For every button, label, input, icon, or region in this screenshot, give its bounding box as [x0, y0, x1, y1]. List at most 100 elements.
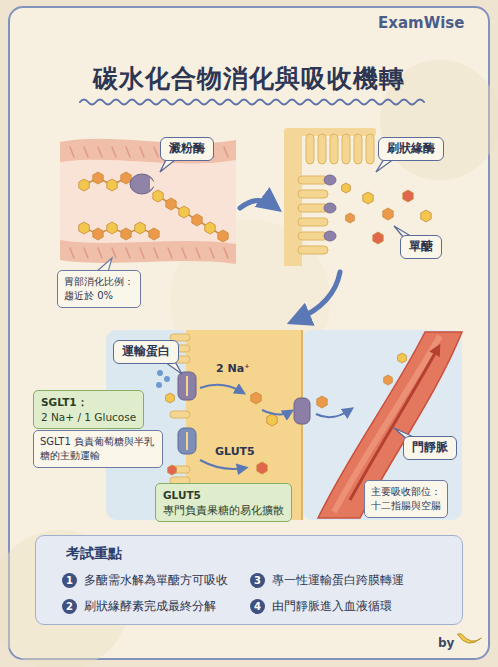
transport-arrow [200, 460, 244, 469]
callout-number: 3 [250, 573, 265, 588]
sugar-hexagon [192, 214, 202, 226]
callout-number: 1 [62, 573, 77, 588]
transporter-channel [186, 432, 188, 450]
wall-texture [154, 248, 158, 258]
microvillus [298, 190, 328, 198]
node-heading: 澱粉酶 [169, 141, 205, 157]
sugar-hexagon [166, 393, 175, 403]
title: 碳水化合物消化與吸收機轉 [0, 62, 498, 95]
wall-texture [182, 248, 186, 258]
enterocyte-body [284, 128, 376, 136]
microvillus [330, 134, 338, 164]
sugar-hexagon [257, 462, 267, 474]
transport-arrow [316, 410, 350, 417]
node-heading: 運輸蛋白 [122, 344, 170, 360]
portal-vein [318, 332, 462, 518]
wall-texture [126, 248, 130, 258]
banana-icon [457, 634, 481, 643]
sugar-hexagon [135, 222, 145, 234]
node-heading: 胃部消化比例： [64, 275, 134, 289]
microvillus [366, 134, 374, 164]
note-box: 主要吸收部位：十二指腸與空腸 [364, 480, 448, 518]
sugar-hexagon [403, 190, 413, 202]
definition-box: SGLT1：2 Na+ / 1 Glucose [33, 390, 144, 429]
sugar-hexagon [346, 213, 355, 223]
enterocyte-body [284, 130, 302, 266]
callout-box: 刷狀緣酶 [378, 137, 444, 161]
brand-name: ExamWise [378, 14, 464, 32]
sugar-hexagon [421, 210, 431, 222]
transporter-channel [186, 376, 188, 396]
intestine-lumen [60, 160, 236, 244]
sugar-hexagon [149, 228, 159, 240]
sodium-ion [164, 376, 170, 382]
callout-box: 單醣 [400, 235, 442, 259]
node-heading: 刷狀緣酶 [387, 141, 435, 157]
transport-arrow [200, 385, 242, 392]
node-body: 2 Na+ / 1 Glucose [41, 410, 136, 425]
node-heading: GLUT5 [163, 488, 284, 503]
sodium-ion [157, 370, 163, 376]
enzyme-active-site [150, 178, 156, 190]
node-body: 專門負責果糖的易化擴散 [163, 503, 284, 518]
microvillus [298, 218, 328, 226]
sugar-hexagon [384, 375, 393, 385]
node-heading: 門靜脈 [412, 440, 448, 456]
definition-box: GLUT5專門負責果糖的易化擴散 [155, 483, 292, 522]
node-heading: 單醣 [409, 239, 433, 255]
sugar-hexagon [166, 198, 176, 210]
sugar-hexagon [107, 222, 117, 234]
sugar-hexagon [153, 190, 163, 202]
sugar-hexagon [398, 353, 407, 363]
flow-arrow [296, 272, 340, 320]
credit: by [438, 636, 454, 650]
wall-texture [140, 248, 144, 258]
sugar-hexagon [383, 208, 393, 220]
note-box: SGLT1 負責葡萄糖與半乳糖的主動運輸 [33, 430, 163, 468]
key-point: 由門靜脈進入血液循環 [272, 599, 392, 614]
sugar-hexagon [342, 183, 351, 193]
ion-label: 2 Na⁺ [214, 362, 252, 375]
node-body: 十二指腸與空腸 [371, 499, 441, 513]
wall-texture [196, 248, 200, 258]
sugar-hexagon [79, 179, 89, 191]
callout-box: 門靜脈 [403, 436, 457, 460]
node-body: 趨近於 0% [64, 289, 134, 303]
sugar-hexagon [373, 232, 383, 244]
wall-texture [224, 147, 228, 157]
basolateral-transporter [294, 398, 310, 424]
flow-arrow [240, 200, 274, 208]
microvillus [170, 411, 190, 418]
microvillus [354, 134, 362, 164]
callout-number: 2 [62, 599, 77, 614]
sugar-hexagon [179, 206, 189, 218]
title-underline [80, 100, 424, 105]
microvillus [298, 246, 328, 254]
sugar-hexagon [121, 172, 131, 184]
sugar-hexagon [121, 228, 131, 240]
brush-border-enzyme [324, 175, 336, 185]
sugar-hexagon [218, 230, 228, 242]
sugar-hexagon [79, 222, 89, 234]
transport-arrow [262, 410, 290, 415]
sugar-hexagon [168, 465, 177, 475]
node-heading: SGLT1： [41, 395, 136, 410]
transporter-label: GLUT5 [213, 445, 257, 458]
glut5-transporter [178, 428, 196, 454]
sglt1-transporter [178, 372, 196, 400]
sugar-hexagon [267, 414, 277, 426]
key-point: 專一性運輸蛋白跨膜轉運 [272, 573, 404, 588]
callout-tails [96, 156, 420, 440]
wall-texture [224, 248, 228, 258]
note-box: 胃部消化比例：趨近於 0% [57, 270, 141, 308]
wall-texture [84, 248, 88, 258]
basolateral-membrane [301, 330, 303, 520]
brush-border-enzyme [324, 203, 336, 213]
wall-texture [70, 147, 74, 157]
wall-texture [126, 147, 130, 157]
microvillus [306, 134, 314, 164]
key-point: 多醣需水解為單醣方可吸收 [84, 573, 228, 588]
sugar-hexagon [107, 179, 117, 191]
